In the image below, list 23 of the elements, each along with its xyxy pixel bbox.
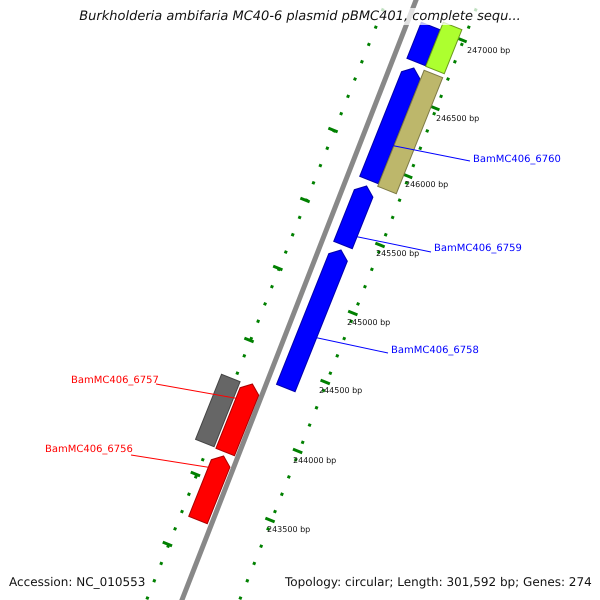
tick-label: 244000 bp xyxy=(293,457,336,465)
info-text: Topology: circular; Length: 301,592 bp; Genes: 274 xyxy=(285,576,592,588)
leader-line xyxy=(356,236,432,252)
tick-label: 245500 bp xyxy=(376,250,420,258)
info-text: Accession: NC_010553 xyxy=(9,576,146,588)
gene-label: BamMC406_6760 xyxy=(473,155,561,165)
gene-bar xyxy=(276,249,348,392)
tick-label: 246000 bp xyxy=(405,181,448,189)
gene-label: BamMC406_6756 xyxy=(45,445,133,455)
tick-label: 246500 bp xyxy=(436,115,480,123)
tick-label: 243500 bp xyxy=(267,526,310,534)
gene-bar xyxy=(188,455,230,524)
leader-line xyxy=(316,337,388,354)
leader-line xyxy=(392,145,470,162)
gene-label: BamMC406_6759 xyxy=(434,244,522,254)
gene-label: BamMC406_6757 xyxy=(71,376,159,386)
gene-label: BamMC406_6758 xyxy=(391,346,479,356)
gene-bar xyxy=(215,383,260,456)
tick-label: 244500 bp xyxy=(319,387,362,395)
gene-bar xyxy=(194,374,241,448)
gene-bar xyxy=(333,185,374,250)
leader-line xyxy=(156,384,236,399)
leader-line xyxy=(130,454,209,468)
